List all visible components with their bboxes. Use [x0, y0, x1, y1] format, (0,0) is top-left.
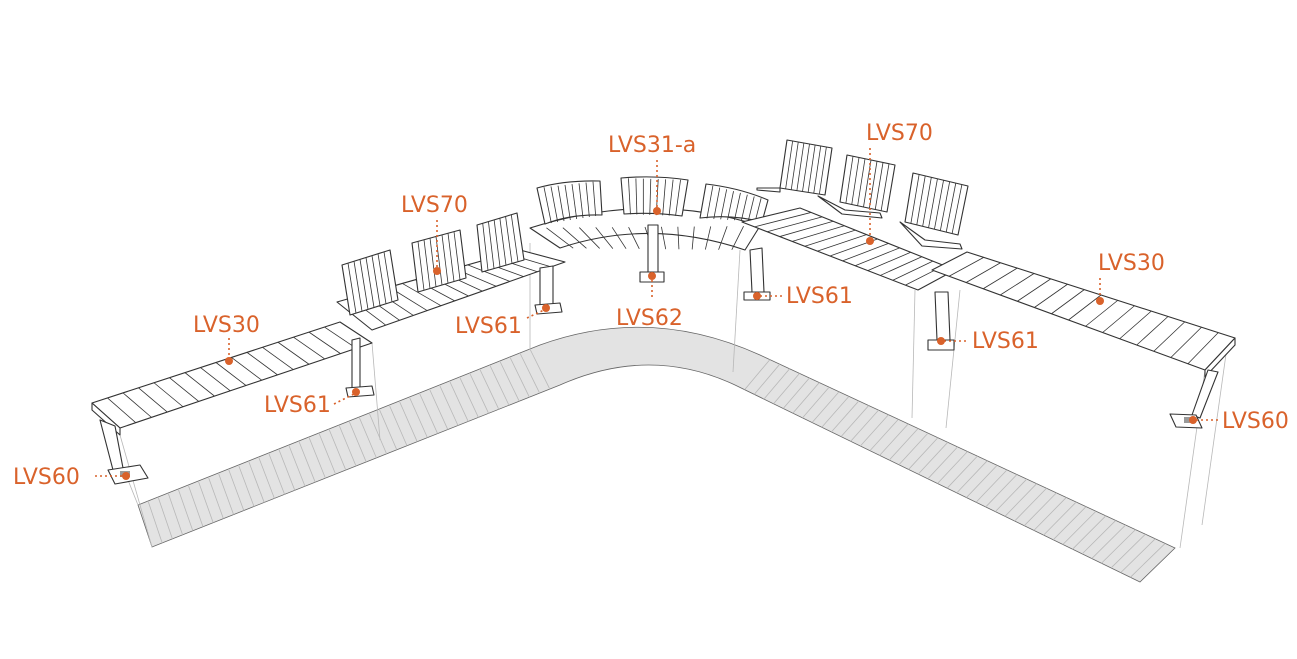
label-lvs61-midright: LVS61: [786, 284, 853, 309]
label-lvs61-midleft: LVS61: [455, 314, 522, 339]
callout-lvs61-left: LVS61: [264, 388, 360, 418]
callout-lvs70-left: LVS70: [401, 193, 468, 275]
callout-lvs30-right: LVS30: [1096, 251, 1165, 305]
callout-lvs30-left: LVS30: [193, 313, 260, 365]
label-lvs31a: LVS31-a: [608, 133, 696, 158]
seat-center-lvs31a: [529, 176, 769, 251]
label-lvs30-left: LVS30: [193, 313, 260, 338]
label-lvs30-right: LVS30: [1098, 251, 1165, 276]
seat-left-lvs30: [91, 321, 373, 436]
seat-midleft-lvs70: [336, 212, 566, 331]
callout-lvs61-right: LVS61: [937, 329, 1039, 354]
label-lvs60-right: LVS60: [1222, 409, 1289, 434]
label-lvs60-left: LVS60: [13, 465, 80, 490]
callout-lvs31a: LVS31-a: [608, 133, 696, 215]
label-lvs70-right: LVS70: [866, 121, 933, 146]
floor-shadow: [137, 326, 1176, 583]
label-lvs62: LVS62: [616, 306, 683, 331]
callout-lvs70-right: LVS70: [866, 121, 933, 245]
label-lvs61-right: LVS61: [972, 329, 1039, 354]
label-lvs70-left: LVS70: [401, 193, 468, 218]
callout-lvs62: LVS62: [616, 272, 683, 331]
leg-left-lvs60: [99, 419, 149, 485]
callout-lvs60-left: LVS60: [13, 465, 130, 490]
label-lvs61-left: LVS61: [264, 393, 331, 418]
seat-right-lvs30: [931, 251, 1236, 378]
callout-lvs60-right: LVS60: [1189, 409, 1289, 434]
seat-midright-lvs70: [741, 139, 969, 291]
callout-lvs61-midleft: LVS61: [455, 304, 550, 339]
callout-lvs61-midright: LVS61: [753, 284, 853, 309]
